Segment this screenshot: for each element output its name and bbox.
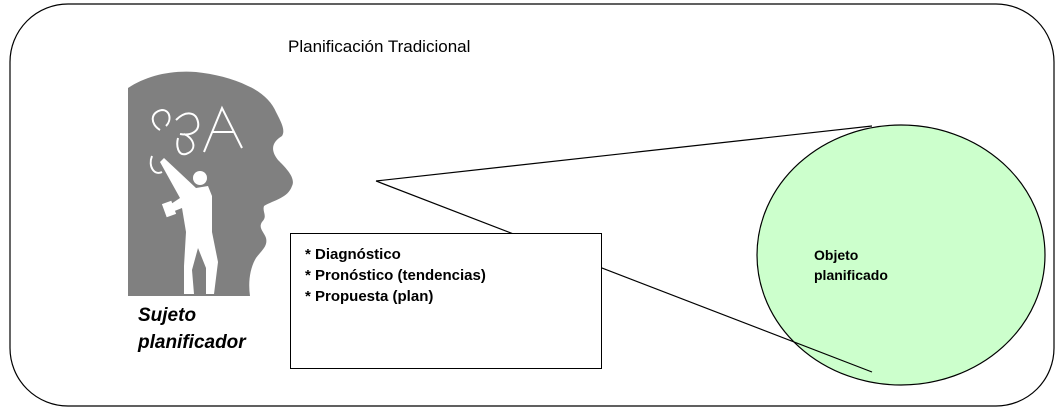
chalk-mark [149,155,163,174]
cone-line-lower [375,180,873,373]
writing-figure-icon [160,158,218,294]
subject-label-line1: Sujeto [138,305,197,326]
head-silhouette-icon [128,71,293,296]
cone-line-upper [375,125,873,182]
planning-steps-box: * Diagnóstico * Pronóstico (tendencias) … [290,233,602,369]
chalk-letter-b [175,112,200,156]
step-propuesta: * Propuesta (plan) [305,288,434,305]
chalk-letter-c [151,108,171,131]
step-pronostico: * Pronóstico (tendencias) [305,267,486,284]
subject-label-line2: planificador [138,332,246,353]
subject-label: Sujeto planificador [138,302,246,356]
object-label-line1: Objeto [814,247,859,263]
diagram-title: Planificación Tradicional [288,37,471,56]
object-label-line2: planificado [814,267,888,283]
step-diagnostico: * Diagnóstico [305,246,401,263]
chalk-letter-a [203,105,243,153]
object-label: Objeto planificado [814,245,888,285]
object-ellipse [756,124,1046,386]
